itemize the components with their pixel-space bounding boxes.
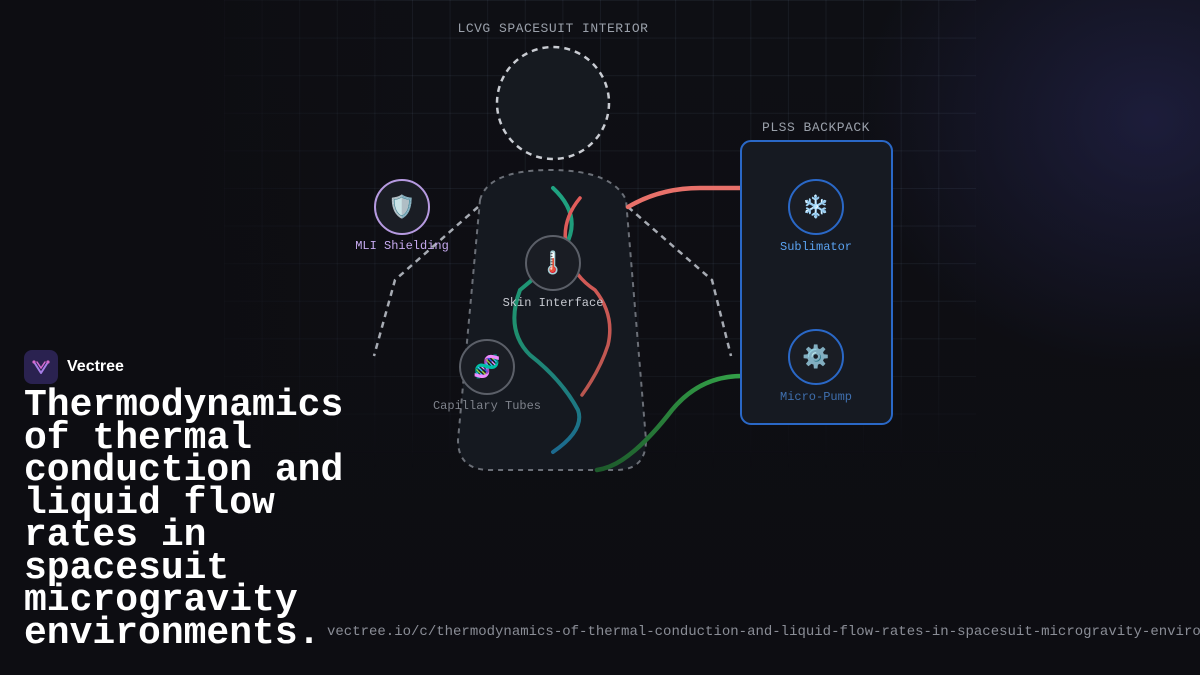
sublimator-label: Sublimator xyxy=(779,240,853,254)
gear-icon: ⚙️ xyxy=(802,344,830,370)
skin-interface-label: Skin Interface xyxy=(502,296,604,310)
micro-pump-node[interactable]: ⚙️ xyxy=(788,329,844,385)
brand[interactable]: Vectree xyxy=(24,350,124,384)
suit-torso-outline xyxy=(456,168,648,471)
capillary-tubes-node[interactable]: 🧬 xyxy=(459,339,515,395)
hot-line-to-sublimator xyxy=(625,185,745,210)
micro-pump-label: Micro-Pump xyxy=(779,390,853,404)
skin-interface-node[interactable]: 🌡️ xyxy=(525,235,581,291)
sublimator-node[interactable]: ❄️ xyxy=(788,179,844,235)
cold-coolant-line xyxy=(512,186,582,454)
mli-shielding-label: MLI Shielding xyxy=(355,239,449,253)
shield-icon: 🛡️ xyxy=(388,194,416,220)
thermometer-icon: 🌡️ xyxy=(539,250,567,276)
page-url[interactable]: vectree.io/c/thermodynamics-of-thermal-c… xyxy=(327,624,1200,640)
zone-title-suit: LCVG SPACESUIT INTERIOR xyxy=(457,21,649,36)
return-line-from-pump xyxy=(594,373,745,473)
vectree-logo-icon xyxy=(24,350,58,384)
grid-fade xyxy=(0,0,420,675)
mli-shielding-node[interactable]: 🛡️ xyxy=(374,179,430,235)
hot-coolant-line xyxy=(563,196,612,397)
dna-icon: 🧬 xyxy=(473,354,501,380)
suit-left-arm xyxy=(372,206,479,357)
plss-backpack-box xyxy=(740,140,893,425)
capillary-tubes-label: Capillary Tubes xyxy=(432,399,542,413)
snowflake-icon: ❄️ xyxy=(802,194,830,220)
brand-name: Vectree xyxy=(67,358,124,375)
suit-head-outline xyxy=(495,45,611,161)
page-title: Thermodynamics of thermal conduction and… xyxy=(24,384,344,655)
suit-right-arm xyxy=(627,206,733,357)
zone-title-plss: PLSS BACKPACK xyxy=(762,120,870,135)
